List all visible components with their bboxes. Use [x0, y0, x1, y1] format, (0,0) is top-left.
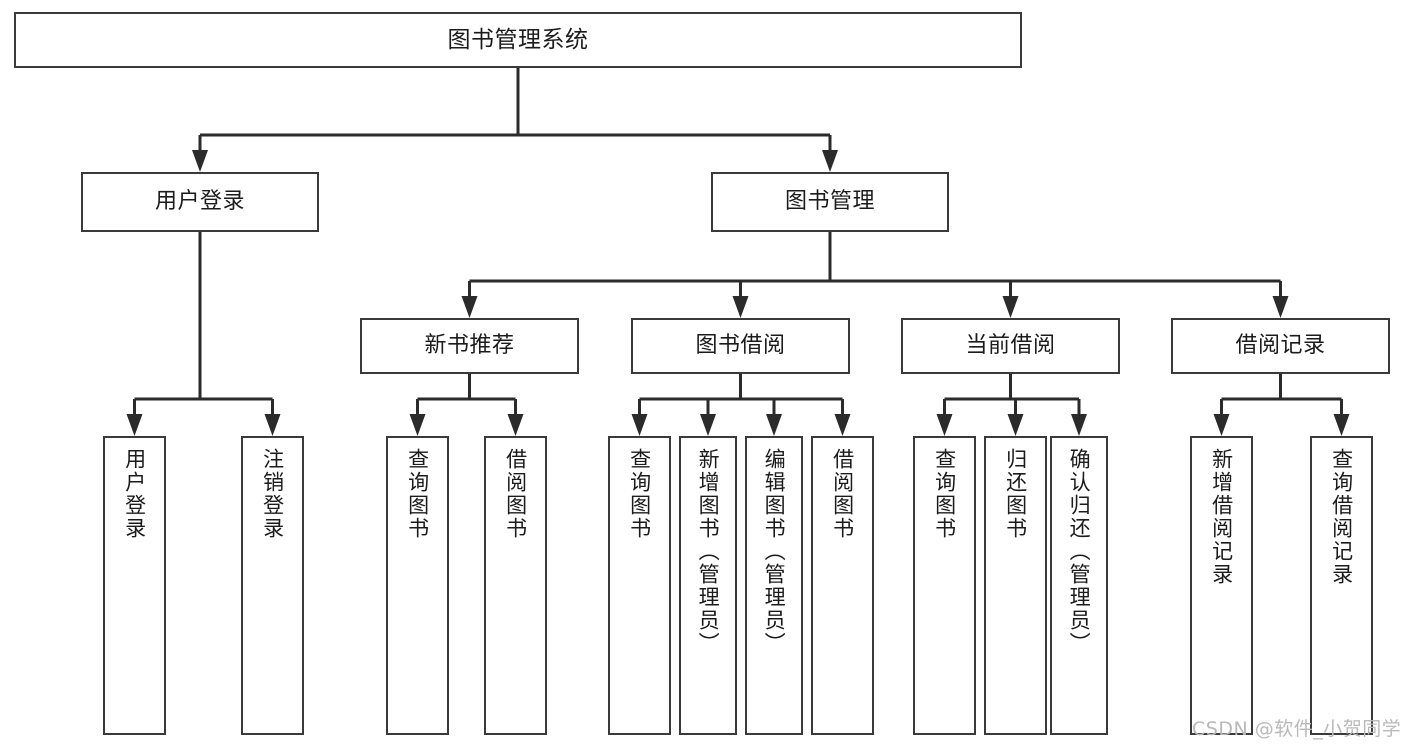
- node-leaf-edit-book-admin[interactable]: 编辑图书（管理员）: [745, 436, 803, 735]
- node-label: 查询借阅记录: [1329, 448, 1354, 586]
- node-label: 图书管理系统: [447, 26, 589, 53]
- node-leaf-logout[interactable]: 注销登录: [241, 436, 304, 735]
- node-book-management[interactable]: 图书管理: [711, 172, 949, 232]
- node-label: 借阅记录: [1235, 333, 1326, 359]
- node-label: 新增借阅记录: [1209, 448, 1234, 586]
- node-label: 用户登录: [154, 189, 245, 215]
- node-label: 借阅图书: [503, 448, 528, 540]
- node-label: 当前借阅: [965, 333, 1056, 359]
- node-root[interactable]: 图书管理系统: [14, 12, 1022, 68]
- node-label: 图书借阅: [695, 333, 786, 359]
- node-leaf-query-book-3[interactable]: 查询图书: [913, 436, 976, 735]
- node-new-book-recommend[interactable]: 新书推荐: [360, 318, 579, 374]
- node-label: 编辑图书（管理员）: [762, 448, 787, 655]
- node-leaf-add-borrow-record[interactable]: 新增借阅记录: [1190, 436, 1253, 735]
- node-label: 图书管理: [784, 189, 875, 215]
- node-label: 注销登录: [260, 448, 285, 540]
- node-leaf-add-book-admin[interactable]: 新增图书（管理员）: [679, 436, 737, 735]
- node-leaf-user-login[interactable]: 用户登录: [103, 436, 166, 735]
- node-current-borrow[interactable]: 当前借阅: [901, 318, 1120, 374]
- node-leaf-confirm-return-admin[interactable]: 确认归还（管理员）: [1050, 436, 1108, 735]
- node-leaf-query-book-1[interactable]: 查询图书: [386, 436, 449, 735]
- node-book-borrow[interactable]: 图书借阅: [631, 318, 850, 374]
- node-leaf-borrow-book-2[interactable]: 借阅图书: [811, 436, 874, 735]
- node-leaf-query-book-2[interactable]: 查询图书: [608, 436, 671, 735]
- node-label: 新增图书（管理员）: [696, 448, 721, 655]
- node-label: 查询图书: [405, 448, 430, 540]
- node-label: 查询图书: [627, 448, 652, 540]
- node-leaf-return-book[interactable]: 归还图书: [984, 436, 1047, 735]
- node-label: 借阅图书: [830, 448, 855, 540]
- node-user-login[interactable]: 用户登录: [81, 172, 319, 232]
- node-leaf-borrow-book-1[interactable]: 借阅图书: [484, 436, 547, 735]
- node-label: 用户登录: [122, 448, 147, 540]
- node-leaf-query-borrow-record[interactable]: 查询借阅记录: [1310, 436, 1373, 735]
- node-label: 查询图书: [932, 448, 957, 540]
- node-label: 新书推荐: [424, 333, 515, 359]
- csdn-watermark: CSDN @软件_小贺同学: [1192, 718, 1402, 740]
- node-label: 确认归还（管理员）: [1067, 448, 1092, 655]
- node-label: 归还图书: [1003, 448, 1028, 540]
- node-borrow-record[interactable]: 借阅记录: [1171, 318, 1390, 374]
